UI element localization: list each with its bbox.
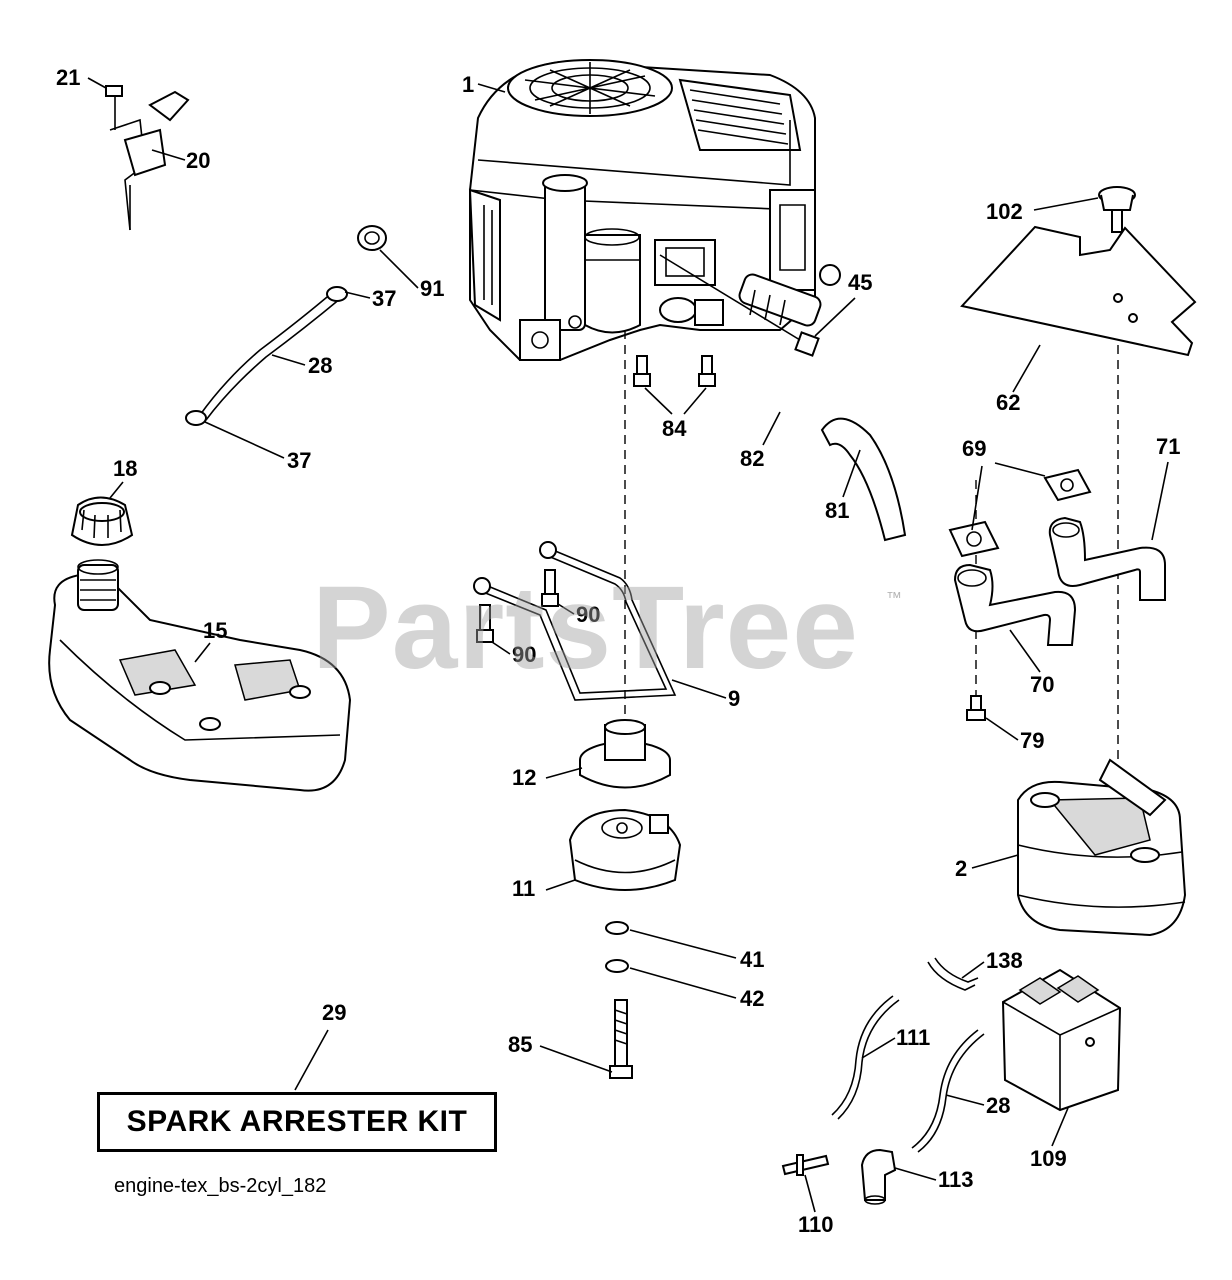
callout-70: 70: [1030, 672, 1054, 697]
screw-part-90-bottom[interactable]: [476, 604, 494, 643]
callout-62: 62: [996, 390, 1020, 415]
tube-part-111[interactable]: [831, 995, 900, 1120]
washer-part-42[interactable]: [605, 959, 629, 973]
hose-part-28[interactable]: [199, 291, 342, 421]
muffler-part-2[interactable]: [1017, 758, 1187, 937]
shield-part-62[interactable]: [960, 225, 1197, 357]
callout-111: 111: [896, 1025, 930, 1050]
engine-part-1[interactable]: [468, 59, 816, 361]
gasket-part-69-top[interactable]: [1043, 468, 1092, 502]
bolt-part-85[interactable]: [609, 999, 633, 1079]
callout-109: 109: [1030, 1146, 1067, 1171]
callout-28-kit: 28: [986, 1093, 1010, 1118]
callout-15: 15: [203, 618, 227, 643]
spark-arrester-kit-box: SPARK ARRESTER KIT: [97, 1092, 497, 1152]
filter-part-82[interactable]: [737, 264, 841, 328]
callout-79: 79: [1020, 728, 1044, 753]
clutch-part-11[interactable]: [568, 808, 682, 891]
callout-69: 69: [962, 436, 986, 461]
callout-20: 20: [186, 148, 210, 173]
hose-part-81[interactable]: [820, 417, 907, 542]
callout-37-top: 37: [372, 286, 396, 311]
callout-138: 138: [986, 948, 1023, 973]
callout-113: 113: [938, 1167, 974, 1192]
callout-9: 9: [728, 686, 740, 711]
screw-part-90-top[interactable]: [541, 569, 559, 607]
callout-91: 91: [420, 276, 444, 301]
callout-11: 11: [512, 876, 535, 901]
bolts-part-84[interactable]: [633, 355, 716, 387]
callout-21: 21: [56, 65, 80, 90]
callout-18: 18: [113, 456, 137, 481]
arrester-part-109[interactable]: [1001, 968, 1122, 1112]
nut-part-45[interactable]: [794, 331, 820, 357]
pulley-part-12[interactable]: [579, 719, 671, 789]
clamp-part-37-bottom[interactable]: [185, 410, 207, 426]
screw-part-79[interactable]: [966, 695, 986, 721]
cap-part-18[interactable]: [70, 496, 134, 546]
spark-arrester-kit-label: SPARK ARRESTER KIT: [126, 1105, 468, 1138]
trademark-symbol: ™: [886, 590, 902, 607]
washer-part-41[interactable]: [605, 921, 629, 935]
callout-71: 71: [1156, 434, 1180, 459]
callout-1: 1: [462, 72, 474, 97]
callout-37-bottom: 37: [287, 448, 311, 473]
bracket-part-9[interactable]: [473, 541, 677, 701]
bracket-part-20[interactable]: [109, 90, 190, 231]
callout-82: 82: [740, 446, 764, 471]
knob-part-102[interactable]: [1098, 186, 1136, 233]
callout-81: 81: [825, 498, 849, 523]
fitting-part-113[interactable]: [860, 1148, 897, 1205]
tube-part-28-kit[interactable]: [911, 1029, 985, 1153]
callout-84: 84: [662, 416, 687, 441]
gasket-part-69-bottom[interactable]: [948, 520, 1000, 558]
callout-102: 102: [986, 199, 1023, 224]
clamp-part-37-top[interactable]: [326, 286, 348, 302]
diagram-code: engine-tex_bs-2cyl_182: [114, 1175, 327, 1197]
tank-part-15[interactable]: [48, 559, 352, 792]
callout-42: 42: [740, 986, 764, 1011]
callout-2: 2: [955, 856, 967, 881]
callout-90-top: 90: [576, 602, 600, 627]
callout-41: 41: [740, 947, 764, 972]
bolt-part-21[interactable]: [105, 85, 123, 97]
connector-part-110[interactable]: [781, 1154, 830, 1176]
pipe-part-71[interactable]: [1048, 516, 1166, 601]
callout-45: 45: [848, 270, 872, 295]
pipe-part-70[interactable]: [953, 563, 1077, 646]
callout-28-top: 28: [308, 353, 332, 378]
callout-110: 110: [798, 1212, 834, 1237]
tube-part-138[interactable]: [927, 957, 979, 991]
callout-85: 85: [508, 1032, 532, 1057]
callout-29: 29: [322, 1000, 346, 1025]
callout-12: 12: [512, 765, 536, 790]
callout-90-bottom: 90: [512, 642, 536, 667]
filter-part-91[interactable]: [357, 225, 387, 251]
